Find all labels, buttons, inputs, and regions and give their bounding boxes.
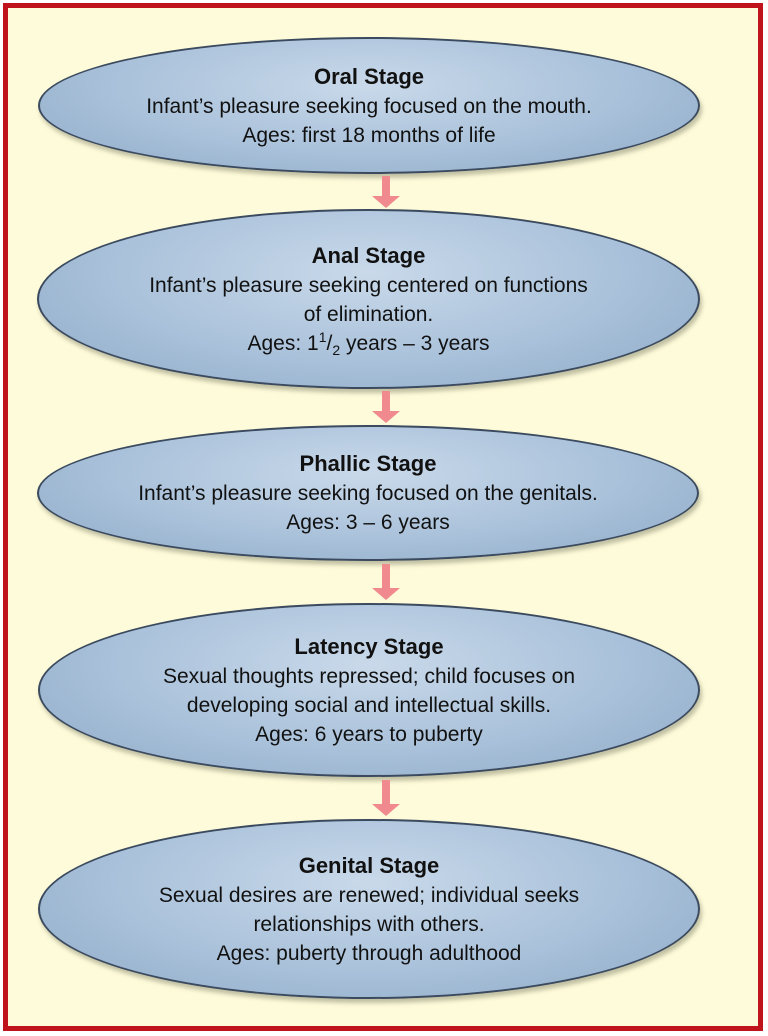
stage-phallic: Phallic Stage Infant’s pleasure seeking … (37, 425, 699, 561)
stage-title: Anal Stage (311, 242, 426, 268)
arrow-down-icon (372, 564, 400, 600)
stage-ages: Ages: puberty through adulthood (216, 941, 522, 965)
stage-title: Oral Stage (313, 63, 425, 89)
stage-description: of elimination. (303, 302, 434, 326)
stage-description: developing social and intellectual skill… (186, 693, 552, 717)
stage-ages: Ages: 6 years to puberty (255, 722, 483, 746)
fraction-denominator: 2 (332, 341, 341, 358)
stage-ages: Ages: 3 – 6 years (286, 511, 450, 534)
fraction-numerator: 1 (318, 328, 327, 345)
arrow-down-icon (372, 780, 400, 816)
stage-genital: Genital Stage Sexual desires are renewed… (38, 819, 700, 999)
stage-description: relationships with others. (253, 912, 485, 936)
ages-prefix: Ages: 1 (247, 331, 319, 355)
stage-description: Infant’s pleasure seeking focused on the… (146, 94, 592, 118)
stage-title: Latency Stage (294, 633, 444, 659)
ages-suffix: years – 3 years (340, 331, 490, 355)
stage-title: Genital Stage (298, 852, 440, 878)
stage-description: Sexual desires are renewed; individual s… (158, 883, 580, 907)
stage-oral: Oral Stage Infant’s pleasure seeking foc… (38, 37, 700, 174)
stage-description: Sexual thoughts repressed; child focuses… (162, 664, 576, 688)
stage-ages: Ages: first 18 months of life (242, 123, 496, 147)
arrow-down-icon (372, 176, 400, 208)
fraction-slash: / (326, 331, 333, 355)
stage-description: Infant’s pleasure seeking focused on the… (138, 482, 598, 505)
stage-description: Infant’s pleasure seeking centered on fu… (149, 273, 588, 297)
stage-title: Phallic Stage (299, 451, 437, 476)
stage-anal: Anal Stage Infant’s pleasure seeking cen… (37, 209, 700, 389)
stage-latency: Latency Stage Sexual thoughts repressed;… (38, 603, 700, 777)
arrow-down-icon (372, 391, 400, 423)
stage-ages: Ages: 11/2 years – 3 years (247, 329, 489, 358)
